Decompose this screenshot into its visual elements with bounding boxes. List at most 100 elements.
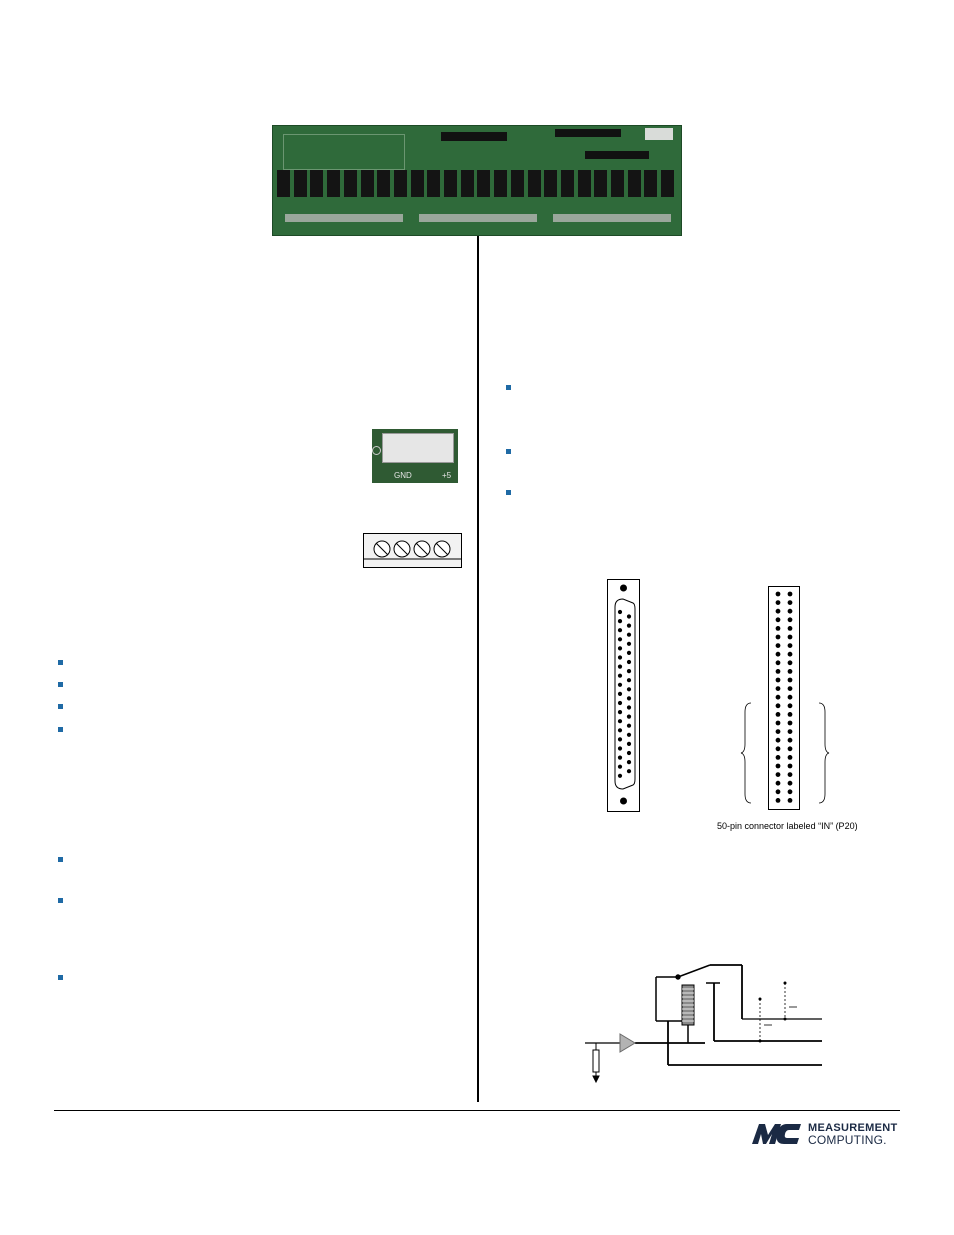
connector-pin [617, 737, 623, 742]
connector-pin [617, 719, 623, 724]
relay-component [393, 170, 407, 197]
header-pin [775, 686, 781, 691]
header-pin [787, 677, 793, 683]
header-pin [775, 772, 781, 777]
connector-pin [626, 687, 632, 692]
header-pin [787, 720, 793, 726]
header-pin [775, 669, 781, 674]
board-connector [441, 132, 507, 141]
header-pin [775, 798, 781, 803]
relay-component [327, 170, 341, 197]
header-pin [775, 737, 781, 743]
connector-pin [626, 705, 632, 710]
header-pin [787, 617, 793, 623]
connector-pin [617, 710, 623, 715]
header-pin [775, 591, 781, 597]
header-pin [775, 694, 781, 700]
column-divider [477, 236, 479, 1102]
connector-pin [617, 682, 623, 687]
relay-component [310, 170, 324, 197]
connector-pin [617, 746, 623, 751]
header-pin [787, 798, 793, 803]
bullet-marker [58, 857, 63, 862]
bullet-marker [58, 704, 63, 709]
header-pin [787, 737, 793, 743]
relay-circuit-schematic [585, 964, 822, 1084]
header-pin [787, 600, 793, 605]
connector-pin [626, 650, 632, 655]
connector-pin [617, 755, 623, 760]
connector-pin [617, 728, 623, 733]
screw-terminal-drawing [363, 533, 462, 568]
relay-board-photo [272, 125, 682, 236]
connector-pin [617, 637, 623, 642]
header-pin [787, 643, 793, 648]
d-connector-37-drawing [607, 579, 640, 812]
connector-pin [617, 773, 623, 778]
connector-pin [617, 619, 623, 624]
relay-component [527, 170, 541, 197]
header-pin [775, 677, 781, 683]
header-pin [775, 651, 781, 657]
header-pin [787, 703, 793, 709]
relay-component [343, 170, 357, 197]
connector-pin [626, 659, 632, 665]
connector-pin [617, 609, 623, 615]
logo-line1: MEASUREMENT [808, 1122, 898, 1134]
header-pin [775, 660, 781, 666]
connector-pin [626, 614, 632, 619]
terminal-connector-body [382, 433, 454, 463]
header-pin [775, 703, 781, 709]
header-pin [775, 643, 781, 648]
header-pin [775, 720, 781, 726]
board-silkscreen [283, 134, 405, 170]
header-pin [775, 780, 781, 786]
gnd-label: GND [394, 471, 412, 480]
bullet-marker [506, 449, 511, 454]
connector-pin [626, 769, 632, 774]
header-pin [787, 763, 793, 769]
header-pin [775, 729, 781, 734]
connector-pin [617, 655, 623, 660]
connector-pin [617, 664, 623, 669]
connector-caption: 50-pin connector labeled “IN” (P20) [717, 821, 858, 831]
relay-component [377, 170, 391, 197]
header-pin [787, 772, 793, 777]
connector-pin [626, 714, 632, 719]
header-pin [787, 626, 793, 631]
header-pin [775, 746, 781, 752]
bullet-marker [58, 660, 63, 665]
relay-component [427, 170, 441, 197]
header-pin [775, 608, 781, 614]
connector-pin [617, 700, 623, 706]
connector-pin [626, 641, 632, 646]
header-pin [787, 608, 793, 614]
header-pin [787, 712, 793, 717]
header-pin [775, 712, 781, 717]
bullet-marker [58, 682, 63, 687]
terminal-strip [553, 214, 671, 222]
connector-pin [626, 623, 632, 628]
connector-pin [626, 696, 632, 701]
header-pin [775, 626, 781, 631]
board-connector [555, 129, 621, 137]
connector-pin [626, 760, 632, 765]
plus5-label: +5 [442, 471, 452, 480]
relay-component [560, 170, 574, 197]
relay-component [410, 170, 424, 197]
relay-component [293, 170, 307, 197]
connector-pin [626, 678, 632, 683]
header-pin [775, 634, 781, 640]
terminal-strip [285, 214, 403, 222]
header-pin [787, 634, 793, 640]
relay-component [644, 170, 658, 197]
connector-pin [617, 673, 623, 678]
relay-component [627, 170, 641, 197]
mc-logo-icon [752, 1124, 801, 1144]
bullet-marker [58, 898, 63, 903]
connector-pin [617, 691, 623, 696]
connector-pin [626, 732, 632, 737]
relay-component [611, 170, 624, 197]
relay-component [277, 170, 290, 197]
header-pin [787, 686, 793, 691]
